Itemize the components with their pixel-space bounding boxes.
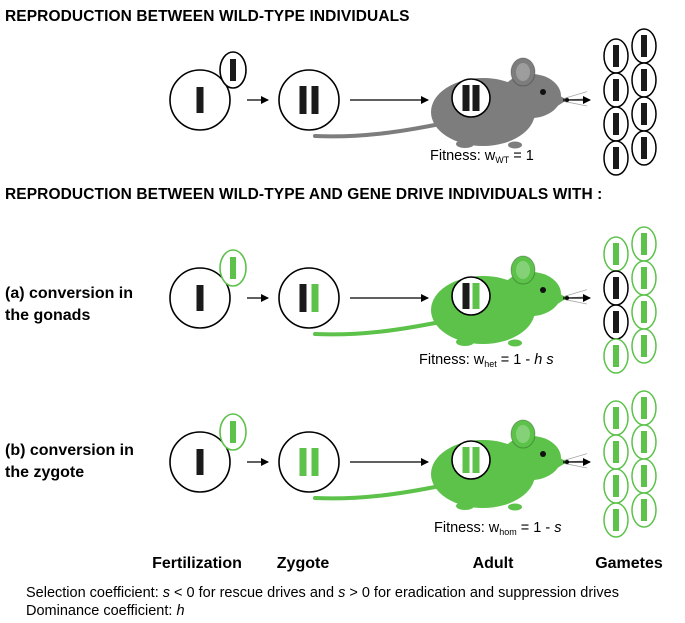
mouse-inner-ear xyxy=(516,63,530,81)
gamete-allele xyxy=(641,499,647,521)
adult-genotype-wild_type xyxy=(451,78,491,118)
mouse-ear xyxy=(510,57,536,87)
gamete-allele xyxy=(613,441,619,463)
gamete-allele xyxy=(613,243,619,265)
allele-bar xyxy=(462,447,470,473)
allele-bar xyxy=(462,85,470,111)
mouse-whisker xyxy=(562,453,588,462)
mouse-snout xyxy=(550,90,567,110)
mouse-ear xyxy=(510,419,536,449)
gamete-allele xyxy=(641,35,647,57)
stage-label-fertilization: Fertilization xyxy=(152,555,242,572)
gamete-allele xyxy=(641,267,647,289)
row-label-gonads-line2: the gonads xyxy=(5,307,91,324)
gamete-allele xyxy=(641,233,647,255)
mouse-ear xyxy=(510,255,536,285)
mouse-zygote xyxy=(313,419,588,511)
mouse-inner-ear xyxy=(516,425,530,443)
gamete-allele xyxy=(613,311,619,333)
egg-allele xyxy=(196,285,204,311)
gamete-allele xyxy=(613,45,619,67)
gamete-allele xyxy=(641,69,647,91)
mouse-whisker xyxy=(562,462,588,469)
mouse-gonads xyxy=(313,255,588,347)
selection-coefficient-note: Selection coefficient: s < 0 for rescue … xyxy=(26,585,619,601)
stage-label-gametes: Gametes xyxy=(595,555,663,572)
fitness-homozygote: Fitness: whom = 1 - s xyxy=(434,520,562,537)
mouse-head xyxy=(501,272,561,316)
zygote-cell-gonads xyxy=(278,267,340,329)
fitness-heterozygote: Fitness: whet = 1 - h s xyxy=(419,352,554,369)
fitness-wild-type: Fitness: wWT = 1 xyxy=(430,148,534,165)
gamete-allele xyxy=(641,137,647,159)
zygote-cell-zygote xyxy=(278,431,340,493)
mouse-whisker xyxy=(562,100,588,107)
sperm-allele xyxy=(230,421,236,443)
zygote-allele xyxy=(311,86,319,114)
mouse-head xyxy=(501,74,561,118)
mouse-front-foot xyxy=(508,141,522,149)
mouse-tail xyxy=(313,320,442,337)
row-label-zygote: (b) conversion in the zygote xyxy=(5,440,134,484)
mouse-tail xyxy=(313,122,442,139)
zygote-allele xyxy=(311,448,319,476)
egg-allele xyxy=(196,449,204,475)
allele-bar xyxy=(472,85,480,111)
gamete-allele xyxy=(641,301,647,323)
mouse-eye xyxy=(540,89,546,95)
wild-type-section-title: REPRODUCTION BETWEEN WILD-TYPE INDIVIDUA… xyxy=(5,8,410,25)
row-label-gonads: (a) conversion in the gonads xyxy=(5,283,133,327)
gene-drive-section-title: REPRODUCTION BETWEEN WILD-TYPE AND GENE … xyxy=(5,186,603,203)
mouse-front-foot xyxy=(508,339,522,347)
allele-bar xyxy=(462,283,470,309)
mouse-snout xyxy=(550,452,567,472)
row-label-zygote-line2: the zygote xyxy=(5,464,85,481)
sperm-allele xyxy=(230,257,236,279)
sperm-allele xyxy=(230,59,236,81)
row-label-gonads-line1: (a) conversion in xyxy=(5,285,134,302)
mouse-snout xyxy=(550,288,567,308)
zygote-cell-wild_type xyxy=(278,69,340,131)
gamete-allele xyxy=(613,147,619,169)
gamete-allele xyxy=(641,103,647,125)
stage-label-adult: Adult xyxy=(472,555,514,572)
mouse-inner-ear xyxy=(516,261,530,279)
gamete-allele xyxy=(613,79,619,101)
egg-allele xyxy=(196,87,204,113)
zygote-allele xyxy=(299,448,307,476)
mouse-eye xyxy=(540,451,546,457)
zygote-allele xyxy=(311,284,319,312)
adult-genotype-zygote xyxy=(451,440,491,480)
mouse-front-foot xyxy=(508,503,522,511)
gamete-allele xyxy=(613,475,619,497)
mouse-eye xyxy=(540,287,546,293)
gamete-allele xyxy=(641,335,647,357)
mouse-tail xyxy=(313,484,442,501)
mouse-whisker xyxy=(562,91,588,100)
zygote-allele xyxy=(299,284,307,312)
gamete-allele xyxy=(641,397,647,419)
mouse-whisker xyxy=(562,298,588,305)
gamete-allele xyxy=(613,113,619,135)
dominance-coefficient-note: Dominance coefficient: h xyxy=(26,603,185,619)
gamete-allele xyxy=(613,345,619,367)
row-label-zygote-line1: (b) conversion in xyxy=(5,442,134,459)
gamete-allele xyxy=(641,431,647,453)
gamete-allele xyxy=(641,465,647,487)
allele-bar xyxy=(472,447,480,473)
gamete-allele xyxy=(613,407,619,429)
gamete-allele xyxy=(613,509,619,531)
allele-bar xyxy=(472,283,480,309)
mouse-whisker xyxy=(562,289,588,298)
adult-genotype-gonads xyxy=(451,276,491,316)
mouse-head xyxy=(501,436,561,480)
mouse-wild_type xyxy=(313,57,588,149)
zygote-allele xyxy=(299,86,307,114)
stage-label-zygote: Zygote xyxy=(276,555,330,572)
gamete-allele xyxy=(613,277,619,299)
